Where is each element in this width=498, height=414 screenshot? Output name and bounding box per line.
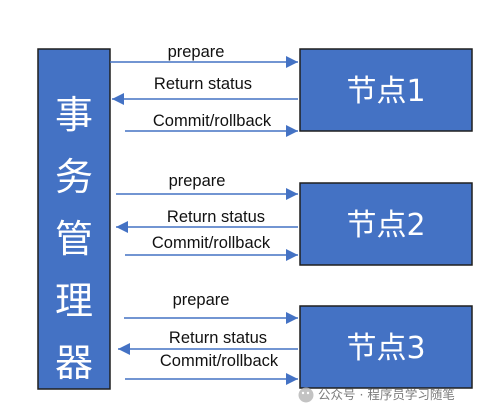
node-3: 节点3 xyxy=(299,305,473,389)
node-1: 节点1 xyxy=(299,48,473,132)
wechat-icon xyxy=(298,387,314,403)
commit-rollback-label-2: Commit/rollback xyxy=(152,234,271,252)
prepare-label-1: prepare xyxy=(168,43,225,61)
manager-char-4: 理 xyxy=(55,279,93,323)
return-status-label-3: Return status xyxy=(169,329,267,347)
node-2-label: 节点2 xyxy=(346,208,425,243)
manager-char-3: 管 xyxy=(55,217,93,261)
return-status-label-2: Return status xyxy=(167,208,265,226)
transaction-manager: 事 务 管 理 器 xyxy=(37,48,111,390)
commit-rollback-label-3: Commit/rollback xyxy=(160,352,279,370)
commit-rollback-label-1: Commit/rollback xyxy=(153,112,272,130)
prepare-label-2: prepare xyxy=(169,172,226,190)
return-status-label-1: Return status xyxy=(154,75,252,93)
node-2-box xyxy=(299,182,473,266)
node-3-label: 节点3 xyxy=(346,331,425,366)
wechat-icon-eye-right xyxy=(306,391,310,395)
manager-char-2: 务 xyxy=(55,155,93,199)
wechat-icon-eye-left xyxy=(301,391,305,395)
transaction-manager-box xyxy=(37,48,111,390)
node-2-messages: prepare Return status Commit/rollback xyxy=(116,172,298,261)
node-1-label: 节点1 xyxy=(346,74,425,109)
node-3-box xyxy=(299,305,473,389)
node-1-box xyxy=(299,48,473,132)
prepare-label-3: prepare xyxy=(173,291,230,309)
node-1-messages: prepare Return status Commit/rollback xyxy=(110,43,298,137)
watermark: 公众号 · 程序员学习随笔 xyxy=(298,387,455,403)
watermark-text: 公众号 · 程序员学习随笔 xyxy=(318,387,455,402)
node-2: 节点2 xyxy=(299,182,473,266)
node-3-messages: prepare Return status Commit/rollback xyxy=(118,291,298,385)
manager-char-1: 事 xyxy=(55,93,93,137)
manager-char-5: 器 xyxy=(55,341,93,385)
